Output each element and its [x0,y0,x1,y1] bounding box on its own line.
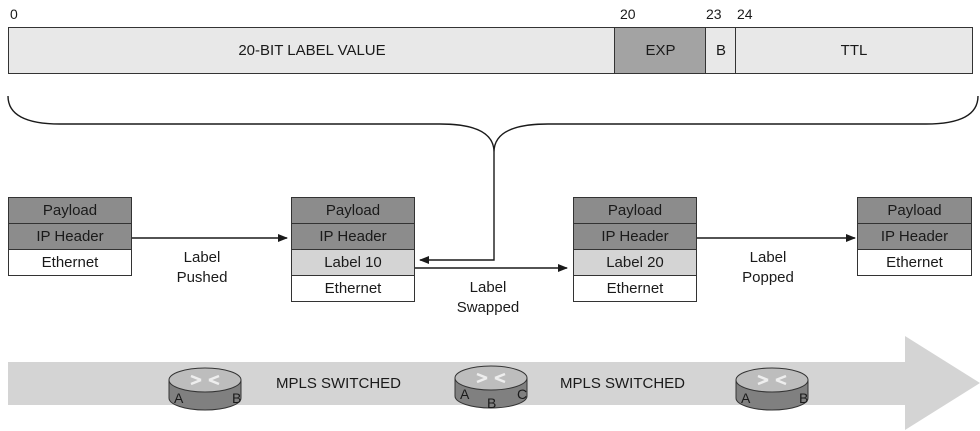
router-3-icon [735,367,809,411]
bit-position-24: 24 [737,6,753,22]
curly-brace [7,95,979,153]
ethernet-cell: Ethernet [857,249,972,276]
router-1-port-a: A [174,390,184,406]
router-3-port-a: A [741,390,751,406]
exp-field: EXP [614,27,707,74]
payload-cell: Payload [857,197,972,224]
b-field: B [705,27,737,74]
bit-position-23: 23 [706,6,722,22]
label-20-cell: Label 20 [573,249,697,276]
packet-stack-1: Payload IP Header Ethernet [8,197,132,276]
label-10-cell: Label 10 [291,249,415,276]
packet-stack-2: Payload IP Header Label 10 Ethernet [291,197,415,302]
router-2-icon [454,365,528,409]
payload-cell: Payload [573,197,697,224]
ethernet-cell: Ethernet [291,275,415,302]
ip-header-cell: IP Header [291,223,415,250]
router-2-port-b: B [487,395,497,411]
label-pushed-caption: Label Pushed [176,249,228,286]
packet-stack-4: Payload IP Header Ethernet [857,197,972,276]
ttl-field: TTL [735,27,973,74]
router-1-port-b: B [232,390,242,406]
bit-position-0: 0 [10,6,18,22]
mpls-switched-label-left: MPLS SWITCHED [276,375,402,392]
brace-to-label10-arrow [419,152,495,264]
ip-header-cell: IP Header [573,223,697,250]
bit-position-20: 20 [620,6,636,22]
payload-cell: Payload [8,197,132,224]
ip-header-cell: IP Header [857,223,972,250]
mpls-switched-label-right: MPLS SWITCHED [560,375,686,392]
label-value-field: 20-BIT LABEL VALUE [8,27,616,74]
ethernet-cell: Ethernet [8,249,132,276]
router-2-port-a: A [460,386,470,402]
router-1-icon [168,367,242,411]
ethernet-cell: Ethernet [573,275,697,302]
label-swapped-caption: Label Swapped [456,279,520,316]
label-popped-caption: Label Popped [742,249,794,286]
router-3-port-b: B [799,390,809,406]
packet-stack-3: Payload IP Header Label 20 Ethernet [573,197,697,302]
ip-header-cell: IP Header [8,223,132,250]
router-2-port-c: C [517,386,528,402]
payload-cell: Payload [291,197,415,224]
